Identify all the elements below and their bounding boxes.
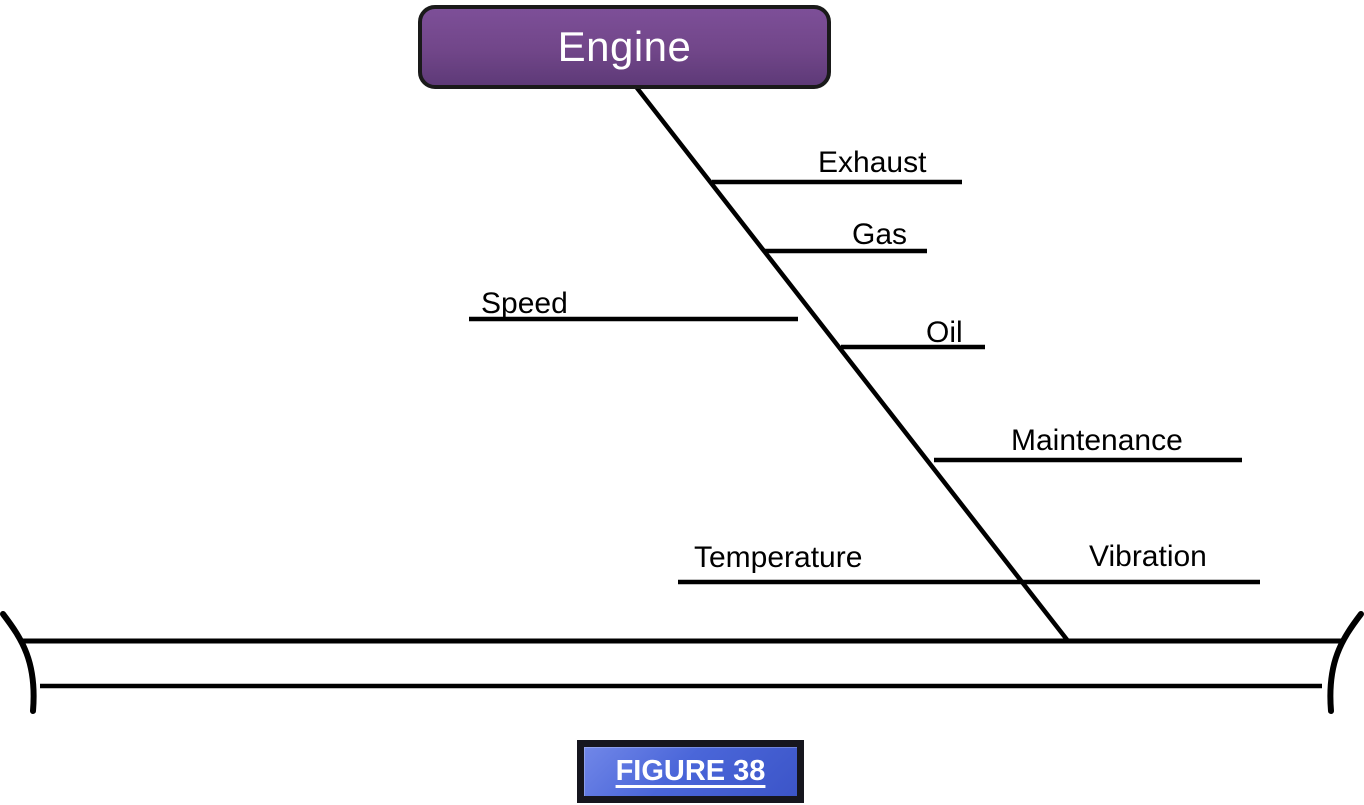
figure-caption-button[interactable]: FIGURE 38 [577,740,804,803]
branch-label-exhaust: Exhaust [818,146,927,179]
branch-label-gas: Gas [852,218,908,251]
cause-category-label: Engine [557,23,692,70]
trunk-left-curve [0,611,37,714]
spine-line [634,85,1071,644]
cause-category-box: Engine [418,5,831,89]
branch-label-speed: Speed [481,287,568,320]
branch-label-oil: Oil [926,316,963,349]
branch-label-maintenance: Maintenance [1011,424,1183,457]
trunk-right-curve [1327,611,1364,714]
branch-label-temperature: Temperature [694,541,863,574]
branch-label-vibration: Vibration [1089,540,1207,573]
figure-caption-label: FIGURE 38 [615,755,766,787]
